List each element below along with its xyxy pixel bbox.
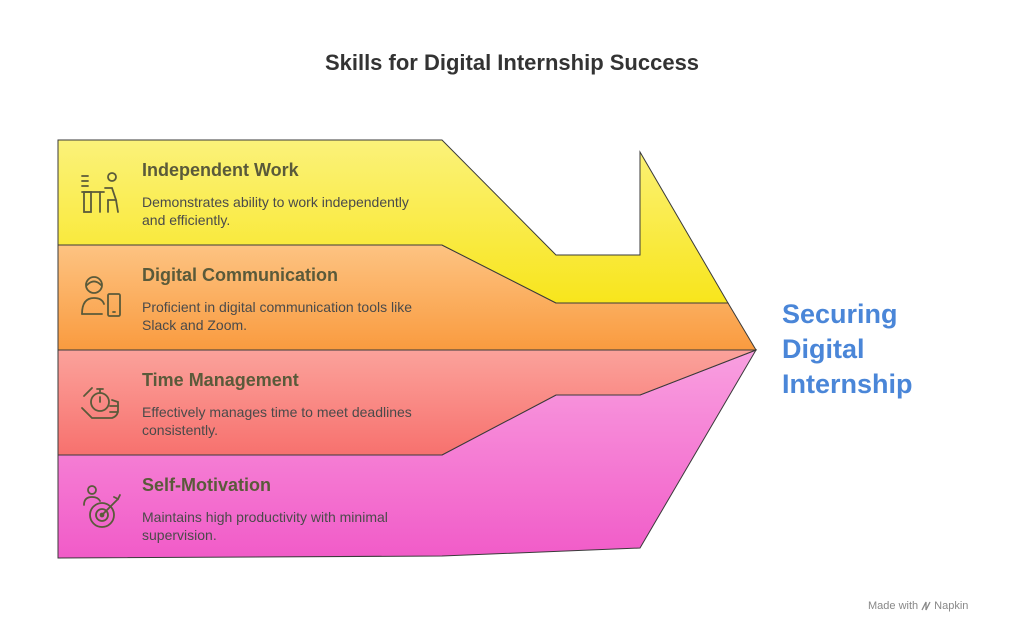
skill-title-self-motivation: Self-Motivation xyxy=(142,475,271,495)
watermark-brand: Napkin xyxy=(934,600,969,612)
person-at-desk-icon xyxy=(81,172,119,213)
person-target-icon xyxy=(83,485,121,528)
skill-title-time-management: Time Management xyxy=(142,370,299,390)
skill-description-self-motivation: Maintains high productivity with minimal… xyxy=(142,509,388,543)
goal-line: Digital xyxy=(782,334,865,364)
goal-line: Internship xyxy=(782,369,913,399)
goal-label: Securing Digital Internship xyxy=(782,297,1002,402)
napkin-logo-icon xyxy=(921,601,931,611)
person-with-phone-icon xyxy=(81,276,121,317)
skill-description-time-management: Effectively manages time to meet deadlin… xyxy=(142,404,412,438)
skill-description-digital-communication: Proficient in digital communication tool… xyxy=(142,299,413,333)
watermark-text: Made with xyxy=(868,600,919,612)
hand-stopwatch-icon xyxy=(81,387,119,419)
skill-title-independent-work: Independent Work xyxy=(142,160,299,180)
skill-description-independent-work: Demonstrates ability to work independent… xyxy=(142,194,409,228)
band-independent-work xyxy=(57,139,729,304)
watermark: Made with Napkin xyxy=(868,600,968,612)
goal-line: Securing xyxy=(782,299,898,329)
diagram-title: Skills for Digital Internship Success xyxy=(324,50,700,75)
skill-title-digital-communication: Digital Communication xyxy=(142,265,339,285)
